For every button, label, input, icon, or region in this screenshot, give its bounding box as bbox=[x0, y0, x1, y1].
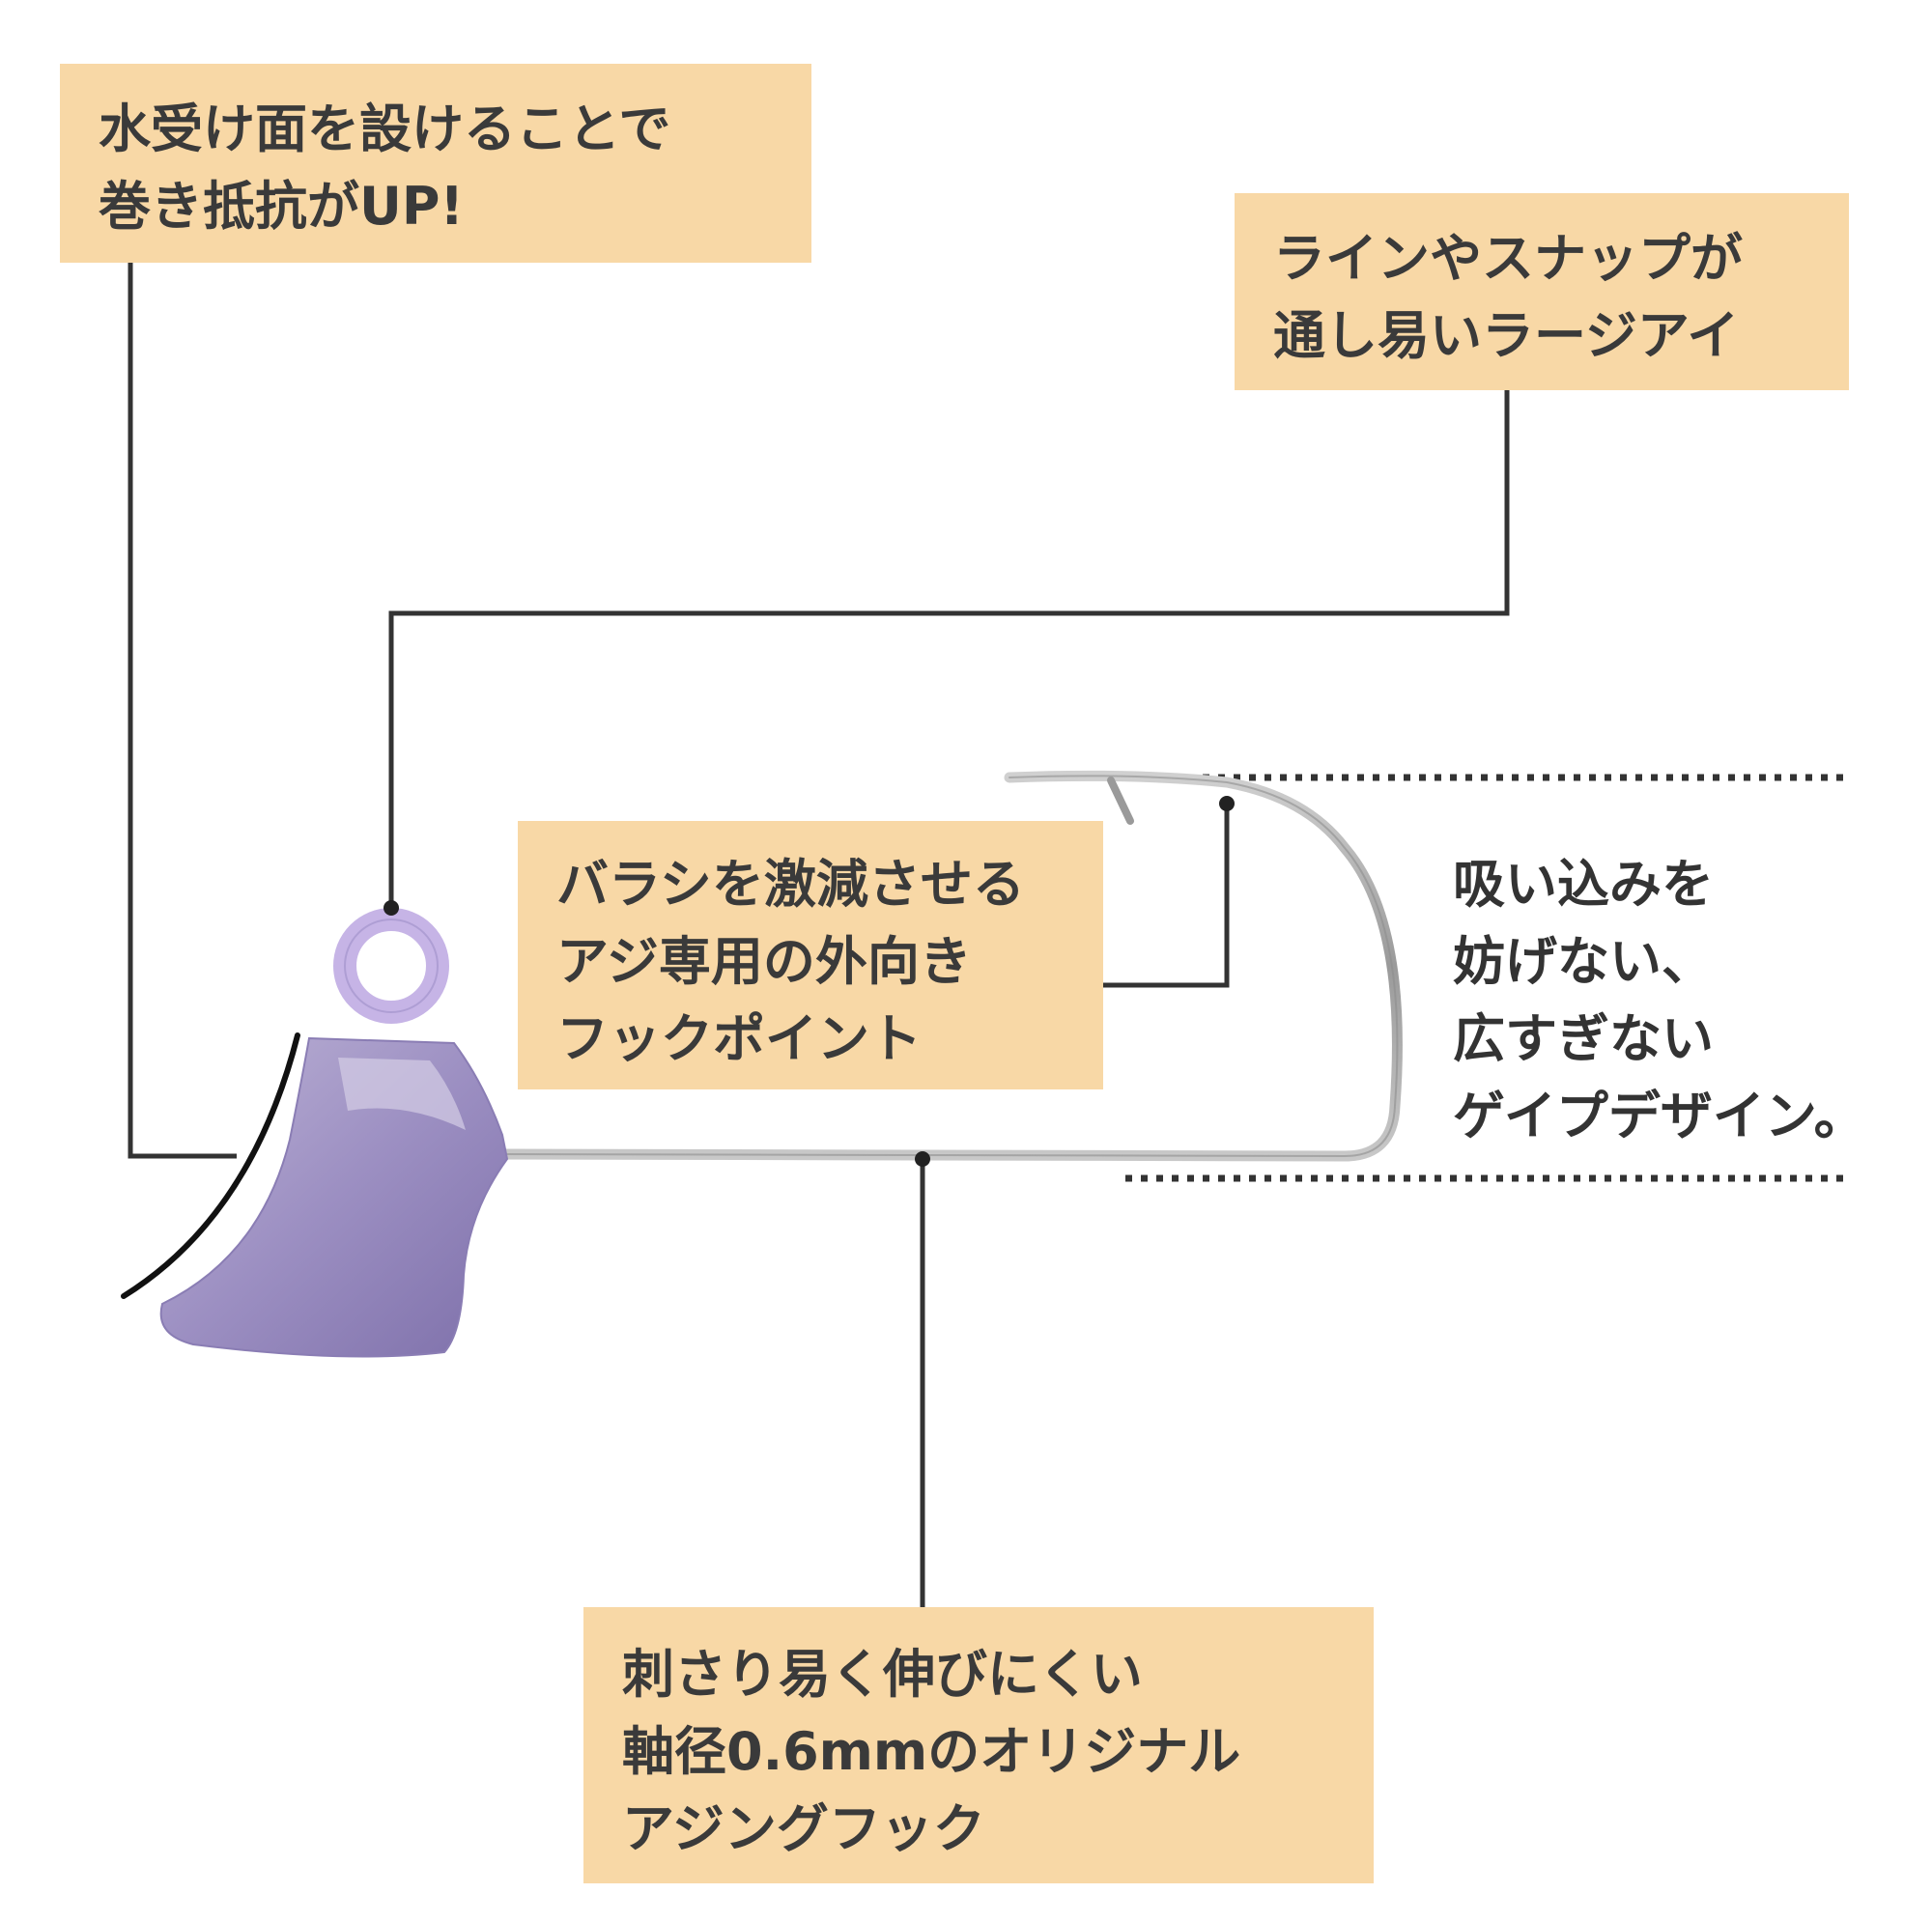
callout-hook-point-line-3: フックポイント bbox=[556, 1008, 922, 1069]
hook-barb bbox=[1107, 777, 1134, 825]
callout-large-eye: ラインやスナップが 通し易いラージアイ bbox=[1235, 193, 1849, 390]
callout-shank-line-1: 刺さり易く伸びにくい bbox=[622, 1644, 1143, 1705]
callout-shank-line-3: アジングフック bbox=[622, 1798, 985, 1859]
leader-line-water-face bbox=[128, 263, 237, 1159]
callout-shank-line-2: 軸径0.6mmのオリジナル bbox=[622, 1721, 1241, 1782]
hook-wire-outline bbox=[501, 775, 1399, 1158]
water-face-line bbox=[121, 1032, 300, 1299]
jig-head-highlight bbox=[338, 1058, 466, 1130]
gape-note-line-2: 妨げない、 bbox=[1453, 931, 1714, 992]
pointer-dot-hook-point bbox=[1219, 796, 1235, 811]
callout-hook-point-line-2: アジ専用の外向き bbox=[556, 931, 972, 992]
jig-head bbox=[159, 1036, 509, 1358]
callout-hook-point-line-1: バラシを激減させる bbox=[556, 854, 1025, 915]
callout-large-eye-line-2: 通し易いラージアイ bbox=[1273, 305, 1740, 366]
leader-line-hook-point bbox=[1103, 804, 1230, 988]
callout-hook-point: バラシを激減させる アジ専用の外向き フックポイント bbox=[518, 821, 1103, 1089]
leader-line-large-eye bbox=[388, 390, 1510, 908]
pointer-dot-shank bbox=[915, 1151, 930, 1167]
eye-ring-edge bbox=[344, 919, 439, 1013]
gape-design-note: 吸い込みを 妨げない、 広すぎない ゲイプデザイン。 bbox=[1453, 846, 1866, 1155]
callout-water-face-line-2: 巻き抵抗がUP! bbox=[99, 176, 465, 237]
gape-note-line-1: 吸い込みを bbox=[1453, 854, 1714, 915]
callout-water-face: 水受け面を設けることで 巻き抵抗がUP! bbox=[60, 64, 811, 263]
gape-note-line-3: 広すぎない bbox=[1453, 1008, 1714, 1069]
gape-note-line-4: ゲイプデザイン。 bbox=[1453, 1086, 1866, 1146]
pointer-dot-eye bbox=[384, 900, 399, 916]
callout-shank: 刺さり易く伸びにくい 軸径0.6mmのオリジナル アジングフック bbox=[583, 1607, 1374, 1883]
callout-water-face-line-1: 水受け面を設けることで bbox=[99, 99, 671, 159]
callout-large-eye-line-1: ラインやスナップが bbox=[1273, 228, 1743, 289]
